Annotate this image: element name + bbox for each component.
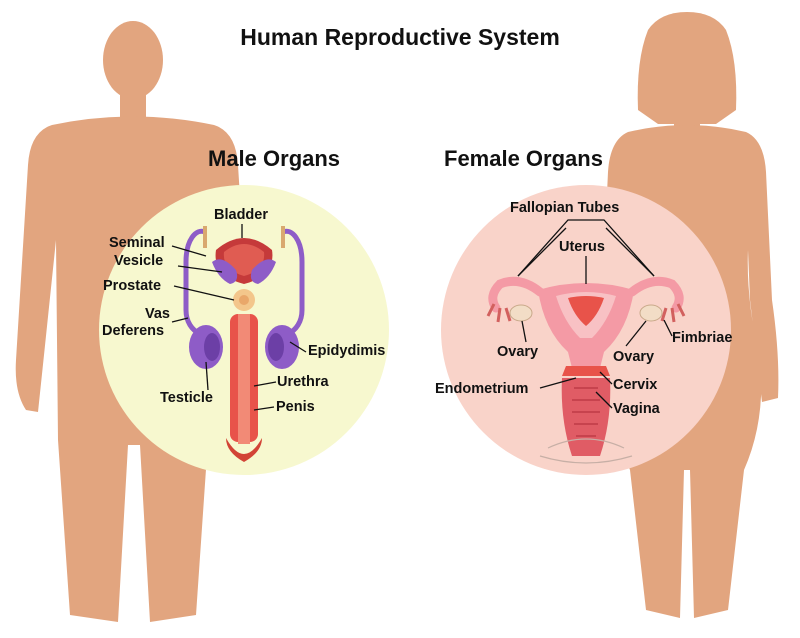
label-penis: Penis	[276, 399, 315, 415]
label-urethra: Urethra	[277, 374, 329, 390]
label-vesicle: Vesicle	[114, 253, 164, 269]
diagram-title: Human Reproductive System	[240, 24, 560, 50]
label-fallopian-tubes: Fallopian Tubes	[510, 200, 620, 216]
label-testicle: Testicle	[160, 390, 213, 406]
label-uterus: Uterus	[559, 239, 605, 255]
label-bladder: Bladder	[214, 207, 268, 223]
label-vagina: Vagina	[613, 401, 660, 417]
label-epididymis: Epidydimis	[308, 343, 386, 359]
label-ovary-left: Ovary	[497, 344, 539, 360]
female-organs-illustration	[486, 276, 686, 464]
label-prostate: Prostate	[103, 278, 162, 294]
label-seminal: Seminal	[109, 235, 165, 251]
label-deferens: Deferens	[102, 323, 165, 339]
female-organs-heading: Female Organs	[444, 146, 603, 171]
male-organs-illustration	[183, 226, 305, 462]
label-ovary-right: Ovary	[613, 349, 655, 365]
label-endometrium: Endometrium	[435, 381, 529, 397]
male-organs-heading: Male Organs	[208, 146, 341, 171]
female-leader-lines	[517, 219, 673, 409]
male-leader-lines	[171, 224, 307, 411]
label-fimbriae: Fimbriae	[672, 330, 733, 346]
label-cervix: Cervix	[613, 377, 658, 393]
label-vas: Vas	[145, 306, 170, 322]
